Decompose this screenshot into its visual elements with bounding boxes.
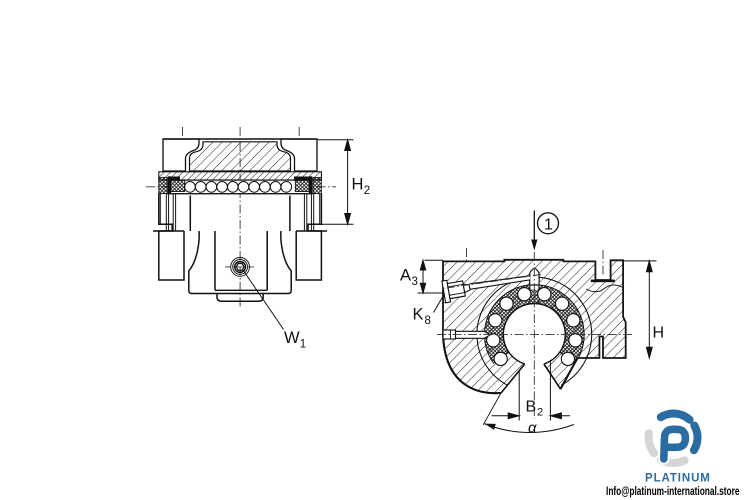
svg-text:K: K — [413, 306, 424, 324]
svg-text:1: 1 — [544, 216, 553, 233]
svg-text:3: 3 — [412, 276, 418, 288]
svg-text:PLATINUM: PLATINUM — [645, 473, 711, 485]
svg-text:2: 2 — [537, 407, 543, 419]
svg-text:2: 2 — [364, 185, 370, 197]
svg-text:α: α — [528, 420, 537, 437]
svg-text:W: W — [284, 329, 300, 347]
svg-text:Info@platinum-international.st: Info@platinum-international.store — [606, 484, 740, 498]
svg-text:A: A — [400, 267, 411, 285]
svg-text:1: 1 — [300, 339, 306, 351]
svg-text:8: 8 — [425, 315, 431, 327]
svg-text:H: H — [352, 176, 364, 194]
svg-text:H: H — [653, 325, 665, 342]
svg-text:B: B — [526, 399, 537, 416]
